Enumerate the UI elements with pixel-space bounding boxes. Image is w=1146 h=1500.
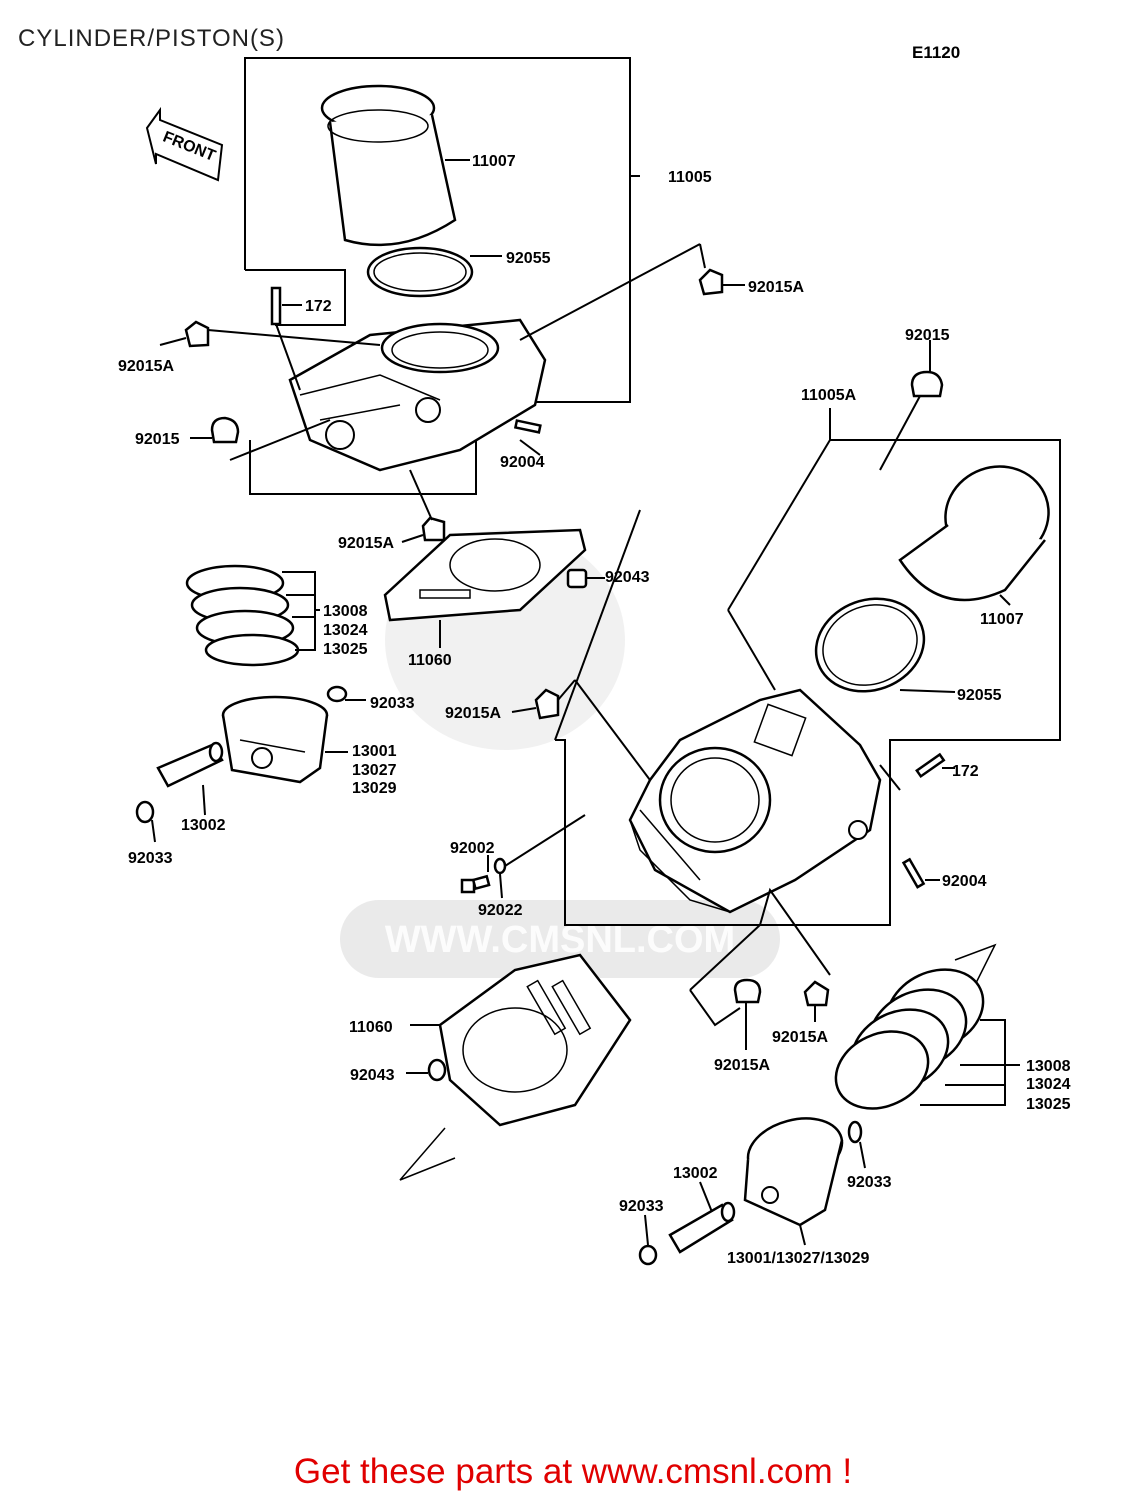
label-92015-b: 92015	[905, 327, 950, 344]
label-92055-a: 92055	[506, 250, 551, 267]
gasket-11060-a	[383, 528, 587, 622]
dowel-92043-a	[566, 568, 588, 589]
label-13024-b: 13024	[1026, 1076, 1071, 1093]
label-92043-a: 92043	[605, 569, 650, 586]
page-title: CYLINDER/PISTON(S)	[18, 25, 285, 52]
label-92004-b: 92004	[942, 873, 987, 890]
dowel-92004-a	[513, 419, 542, 434]
label-11007-a: 11007	[472, 153, 516, 170]
label-11005A: 11005A	[801, 387, 857, 404]
diagram-code: E1120	[912, 43, 960, 62]
cap-92015A-b	[184, 320, 210, 348]
cap-92015A-f	[803, 980, 830, 1007]
part-labels: 11007 11005 92055 92015A 172 92015A 9201…	[118, 153, 1071, 1267]
label-172-b: 172	[952, 763, 979, 780]
front-arrow-icon: FRONT	[145, 106, 224, 182]
label-13001-a: 13001	[352, 743, 397, 760]
label-92033-a: 92033	[370, 695, 415, 712]
cap-92015A-d	[534, 688, 560, 720]
label-13001-b: 13001/13027/13029	[727, 1250, 869, 1267]
circlip-92033-a	[326, 685, 348, 703]
leaders-a	[159, 159, 745, 543]
bracket-11005A	[555, 408, 1061, 926]
circlip-92033-d	[638, 1244, 658, 1266]
label-92015A-d: 92015A	[445, 705, 501, 722]
cylinder-sleeve-11007-b	[898, 465, 1050, 602]
footer-link[interactable]: Get these parts at www.cmsnl.com !	[293, 1452, 853, 1491]
cylinder-sleeve-11007-a	[320, 84, 457, 247]
label-13002-a: 13002	[181, 817, 226, 834]
stud-172-b	[915, 752, 946, 779]
cap-92015A-c	[421, 516, 446, 542]
bolt-92002	[460, 874, 491, 894]
label-92015-a: 92015	[135, 431, 180, 448]
bracket-11005	[244, 57, 631, 403]
label-92015A-a: 92015A	[748, 279, 804, 296]
label-13008-b: 13008	[1026, 1058, 1071, 1075]
cap-92015A-e	[733, 978, 762, 1004]
cap-92015A-a	[698, 268, 724, 296]
piston-13001-b	[743, 1117, 844, 1227]
label-92055-b: 92055	[957, 687, 1002, 704]
circlip-92033-c	[847, 1120, 863, 1144]
gasket-11060-b	[438, 953, 632, 1127]
washer-92022	[493, 857, 507, 875]
label-13024-a: 13024	[323, 622, 368, 639]
label-13027-a: 13027	[352, 762, 397, 779]
label-13029-a: 13029	[352, 780, 397, 797]
label-92033-b: 92033	[128, 850, 173, 867]
label-92015A-e: 92015A	[714, 1057, 770, 1074]
label-92033-d: 92033	[619, 1198, 664, 1215]
label-13025-b: 13025	[1026, 1096, 1071, 1113]
label-13002-b: 13002	[673, 1165, 718, 1182]
label-92015A-c: 92015A	[338, 535, 394, 552]
label-13008-a: 13008	[323, 603, 368, 620]
piston-rings-a	[185, 564, 300, 667]
label-11060-a: 11060	[408, 652, 452, 669]
label-92022: 92022	[478, 902, 523, 919]
label-92015A-b: 92015A	[118, 358, 174, 375]
cap-92015-a	[210, 416, 240, 444]
label-92004-a: 92004	[500, 454, 545, 471]
dowel-92004-b	[901, 857, 926, 889]
cylinder-block-a	[288, 318, 547, 472]
label-13025-a: 13025	[323, 641, 368, 658]
cylinder-block-b	[628, 688, 882, 914]
dowel-92043-b	[427, 1058, 447, 1082]
circlip-92033-b	[135, 800, 155, 824]
piston-13001-a	[221, 695, 329, 784]
cap-92015-b	[910, 370, 944, 398]
label-92033-c: 92033	[847, 1174, 892, 1191]
o-ring-92055-b	[814, 597, 926, 693]
label-11060-b: 11060	[349, 1019, 393, 1036]
label-172-a: 172	[305, 298, 332, 315]
piston-pin-13002-b	[668, 1201, 736, 1254]
label-92002: 92002	[450, 840, 495, 857]
o-ring-92055-a	[366, 246, 474, 298]
label-92015A-f: 92015A	[772, 1029, 828, 1046]
label-92043-b: 92043	[350, 1067, 395, 1084]
stud-172-a	[270, 286, 301, 391]
piston-pin-13002-a	[156, 741, 224, 788]
label-11005: 11005	[668, 169, 712, 186]
piston-rings-b	[834, 968, 985, 1110]
label-11007-b: 11007	[980, 611, 1024, 628]
